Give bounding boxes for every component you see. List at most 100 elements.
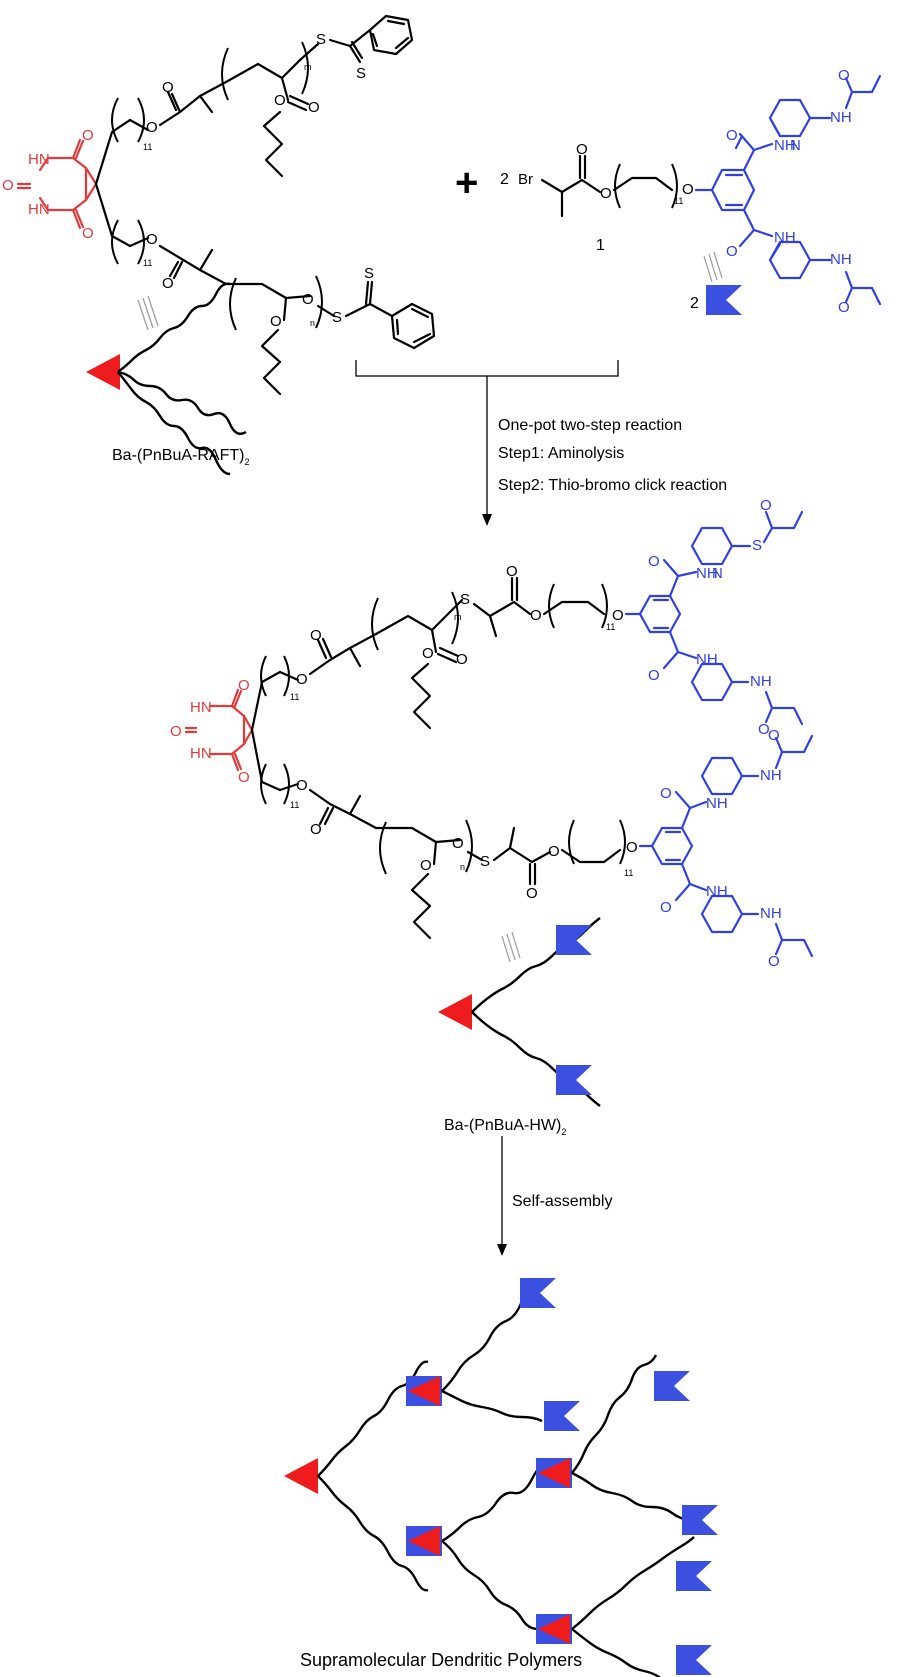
atom-s: S (356, 65, 366, 82)
hamilton-wedge-icon (676, 1561, 712, 1591)
atom-nh: NH (774, 229, 796, 246)
atom-o: O (162, 79, 174, 96)
atom-o: O (768, 953, 780, 970)
atom-o: O (420, 857, 432, 874)
atom-o: O (838, 299, 850, 316)
atom-n: N (712, 565, 723, 582)
atom-nh: NH (760, 767, 782, 784)
hamilton-wedge-icon (520, 1278, 556, 1308)
dendritic-polymer-cartoon (284, 1278, 718, 1677)
reaction-title: One-pot two-step reaction (498, 417, 682, 434)
atom-o: O (452, 835, 464, 852)
subscript-11: 11 (143, 142, 152, 152)
atom-s: S (480, 853, 490, 870)
hamilton-wedge-structure: O NH NH O O NH NH O (638, 727, 814, 970)
barbiturate-triangle-icon (438, 994, 472, 1030)
hamilton-wedge-structure: O NH N NH O O NH NH O (694, 67, 882, 316)
atom-s: S (364, 265, 374, 282)
plus-sign: + (455, 161, 478, 205)
atom-o: O (726, 243, 738, 260)
atom-o: O (296, 671, 308, 688)
atom-n: N (790, 137, 801, 154)
wedge-coefficient: 2 (690, 295, 699, 312)
atom-nh: NH (706, 795, 728, 812)
atom-nh: NH (830, 251, 852, 268)
atom-o: O (548, 843, 560, 860)
atom-o: O (506, 563, 518, 580)
atom-o: O (660, 785, 672, 802)
subscript-n: n (310, 318, 315, 328)
atom-o: O (838, 67, 850, 84)
raft-polymer-cartoon (86, 282, 247, 476)
atom-o: O (760, 497, 772, 514)
equivalence-mark (501, 931, 521, 963)
atom-nh: NH (696, 651, 718, 668)
atom-hn: HN (28, 151, 50, 168)
atom-o: O (456, 651, 468, 668)
subscript-11: 11 (290, 692, 299, 702)
atom-o: O (526, 885, 538, 902)
barbiturate-ring: O HN O HN O (170, 677, 254, 786)
barbiturate-triangle-icon (86, 354, 120, 390)
atom-hn: HN (190, 699, 212, 716)
atom-o: O (2, 177, 14, 194)
product-hw-polymer-structure: O HN O HN O 11 O O O O m S O O 11 O (170, 497, 814, 970)
atom-s: S (752, 537, 762, 554)
product-polymer-label: Ba-(PnBuA-HW)2 (444, 1117, 566, 1137)
atom-o: O (600, 185, 612, 202)
atom-o: O (274, 92, 286, 109)
atom-o: O (82, 127, 94, 144)
subscript-m: m (304, 62, 312, 72)
atom-s: S (460, 591, 470, 608)
atom-o: O (648, 553, 660, 570)
hamilton-wedge-structure: O NH N S O O NH NH O (624, 497, 804, 738)
atom-o: O (310, 821, 322, 838)
atom-nh: NH (696, 565, 718, 582)
barbiturate-triangle-icon (284, 1458, 318, 1494)
equivalence-mark (703, 251, 723, 283)
final-title: Supramolecular Dendritic Polymers (300, 1650, 582, 1670)
hamilton-wedge-icon (676, 1645, 712, 1675)
atom-o: O (660, 899, 672, 916)
hamilton-wedge-icon (682, 1505, 718, 1535)
reaction-step-2: Step2: Thio-bromo click reaction (498, 477, 727, 494)
subscript-11: 11 (674, 196, 683, 206)
atom-s: S (332, 309, 342, 326)
atom-o: O (308, 99, 320, 116)
atom-nh: NH (706, 883, 728, 900)
hamilton-wedge-icon (556, 1065, 592, 1095)
subscript-n: n (460, 862, 465, 872)
atom-hn: HN (28, 201, 50, 218)
atom-o: O (422, 645, 434, 662)
hamilton-wedge-icon (544, 1401, 580, 1431)
atom-o: O (302, 291, 314, 308)
hamilton-wedge-icon (556, 925, 592, 955)
atom-nh: NH (830, 109, 852, 126)
atom-o: O (296, 777, 308, 794)
subscript-11: 11 (143, 258, 152, 268)
compound-number: 1 (596, 237, 605, 254)
atom-o: O (162, 275, 174, 292)
atom-o: O (758, 721, 770, 738)
coefficient-two: 2 (500, 171, 509, 188)
atom-hn: HN (190, 745, 212, 762)
reactant-bracket (355, 360, 619, 377)
atom-o: O (612, 607, 624, 624)
atom-o: O (310, 627, 322, 644)
atom-o: O (682, 181, 694, 198)
reaction-step-1: Step1: Aminolysis (498, 445, 624, 462)
atom-o: O (768, 727, 780, 744)
compound-1-structure: 2 Br O O 11 O 1 O NH N NH O O NH (500, 67, 882, 316)
atom-o: O (726, 127, 738, 144)
subscript-11: 11 (624, 868, 633, 878)
atom-o: O (626, 839, 638, 856)
atom-o: O (146, 231, 158, 248)
atom-o: O (170, 723, 182, 740)
barbiturate-ring: O HN O HN O (2, 127, 98, 242)
hamilton-wedge-icon (654, 1371, 690, 1401)
atom-br: Br (518, 171, 533, 188)
hw-polymer-cartoon (438, 917, 601, 1107)
atom-o: O (576, 141, 588, 158)
reactant-raft-polymer-structure: O HN O HN O 11 O O O O m S S (2, 14, 436, 396)
atom-o: O (238, 769, 250, 786)
